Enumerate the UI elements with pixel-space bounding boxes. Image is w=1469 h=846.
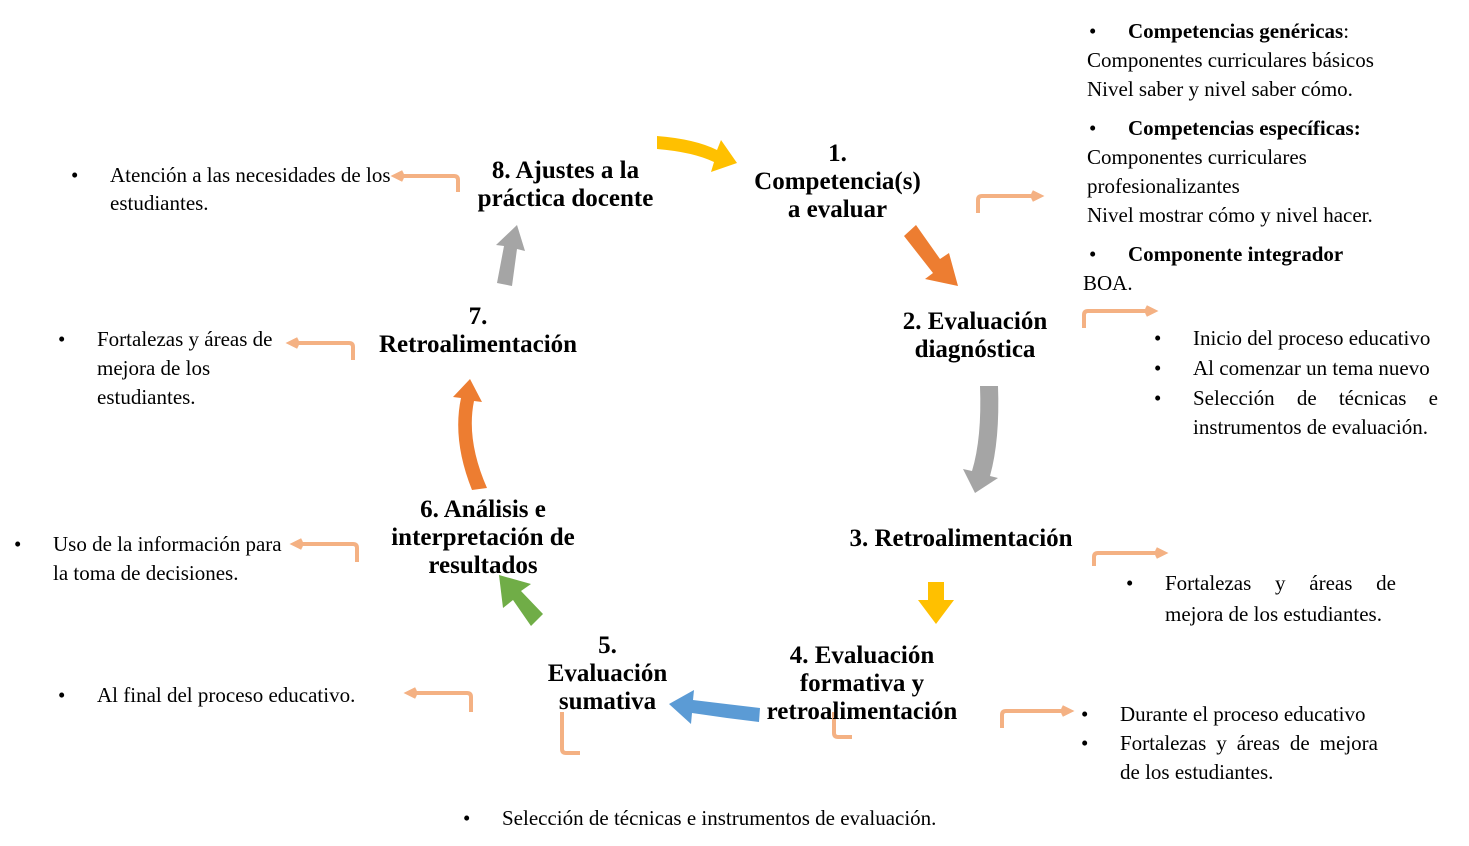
- arrow-3-to-4: [918, 582, 954, 624]
- arrow-4-to-5: [669, 690, 760, 724]
- stage-6-line: resultados: [428, 552, 538, 579]
- list-item: Selección de técnicas e instrumentos de …: [1148, 384, 1438, 442]
- connector-6-left: [296, 542, 359, 562]
- list-item: Fortalezas y áreas de mejora de los estu…: [1120, 568, 1396, 630]
- note-ajustes: Atención a las necesidades de los estudi…: [65, 161, 395, 217]
- arrow-5-to-6: [499, 575, 543, 626]
- note-retroalimentacion-7: Fortalezas y áreas de mejora de los estu…: [52, 325, 287, 412]
- stage-2-line: 2. Evaluación: [902, 308, 1048, 335]
- stage-2-line: diagnóstica: [914, 336, 1036, 363]
- connector-2-right: [1082, 309, 1152, 328]
- arrow-1-to-2: [904, 225, 958, 286]
- stage-1-line: Competencia(s): [754, 168, 921, 195]
- stage-7-line: 7.: [468, 303, 488, 330]
- list-item: Selección de técnicas e instrumentos de …: [457, 804, 1057, 833]
- note-analisis: Uso de la información para la toma de de…: [8, 530, 298, 588]
- stage-5-line: sumativa: [558, 688, 657, 715]
- connector-3-right-head: [1155, 547, 1169, 559]
- connector-7-left-head: [285, 337, 299, 349]
- stage-6-line: 6. Análisis e: [420, 496, 546, 523]
- genericas-line: Nivel saber y nivel saber cómo.: [1087, 77, 1353, 101]
- connector-4-right: [1000, 709, 1068, 728]
- especificas-line: Nivel mostrar cómo y nivel hacer.: [1087, 203, 1373, 227]
- stage-5-sumativa: 5. Evaluación sumativa: [525, 632, 690, 716]
- arrow-7-to-8: [496, 225, 525, 286]
- connector-4-down: [832, 712, 852, 739]
- note-sumativa-seleccion: Selección de técnicas e instrumentos de …: [457, 804, 1057, 833]
- stage-3-line: 3. Retroalimentación: [849, 525, 1073, 552]
- note-competencias: Competencias genéricas: Componentes curr…: [1083, 17, 1427, 298]
- list-item: Al final del proceso educativo.: [52, 681, 422, 710]
- connector-8-left: [397, 174, 460, 192]
- stage-8-ajustes: 8. Ajustes a la práctica docente: [463, 157, 668, 213]
- note-retroalimentacion-3: Fortalezas y áreas de mejora de los estu…: [1120, 568, 1396, 630]
- list-item: Uso de la información para la toma de de…: [8, 530, 298, 588]
- stage-8-line: práctica docente: [477, 185, 654, 212]
- note-formativa: Durante el proceso educativo Fortalezas …: [1075, 700, 1378, 787]
- stage-7-retroalimentacion: 7. Retroalimentación: [360, 303, 596, 359]
- note-sumativa-final: Al final del proceso educativo.: [52, 681, 422, 710]
- list-item: Fortalezas y áreas de mejora de los estu…: [1075, 729, 1378, 787]
- integrador-line: BOA.: [1083, 271, 1133, 295]
- list-item: Fortalezas y áreas de mejora de los estu…: [52, 325, 287, 412]
- connector-5-left: [410, 691, 473, 712]
- connector-8-left-head: [390, 170, 404, 182]
- stage-2-diagnostica: 2. Evaluación diagnóstica: [885, 308, 1065, 364]
- connector-1-right: [976, 194, 1038, 213]
- stage-4-line: 4. Evaluación: [789, 642, 935, 669]
- arrow-2-to-3: [963, 386, 999, 493]
- stage-1-line: a evaluar: [787, 196, 888, 223]
- stage-8-line: 8. Ajustes a la: [491, 157, 640, 184]
- arrow-6-to-7: [453, 379, 487, 490]
- especificas-title: Competencias específicas:: [1128, 116, 1361, 140]
- arrow-8-to-1: [657, 136, 737, 172]
- list-item: Al comenzar un tema nuevo: [1148, 354, 1438, 383]
- list-item: Inicio del proceso educativo: [1148, 324, 1438, 353]
- especificas-line: Componentes curriculares: [1087, 145, 1307, 169]
- especificas-line: profesionalizantes: [1087, 174, 1240, 198]
- stage-6-line: interpretación de: [391, 524, 575, 551]
- connector-5-down: [560, 712, 580, 755]
- stage-3-retroalimentacion: 3. Retroalimentación: [830, 525, 1092, 553]
- list-item: Competencias específicas:: [1083, 114, 1427, 143]
- genericas-colon: :: [1343, 19, 1350, 43]
- stage-1-line: 1.: [828, 140, 847, 167]
- list-item: Atención a las necesidades de los estudi…: [65, 161, 395, 217]
- stage-5-line: Evaluación: [547, 660, 668, 687]
- stage-4-line: formativa y: [799, 670, 925, 697]
- connector-1-right-head: [1031, 190, 1045, 202]
- stage-6-analisis: 6. Análisis e interpretación de resultad…: [368, 496, 598, 580]
- list-item: Competencias genéricas:: [1083, 17, 1427, 46]
- genericas-title: Competencias genéricas: [1128, 19, 1344, 43]
- stage-4-line: retroalimentación: [766, 698, 958, 725]
- connector-7-left: [292, 341, 355, 360]
- stage-1-competencias: 1. Competencia(s) a evaluar: [745, 140, 930, 224]
- stage-7-line: Retroalimentación: [378, 331, 578, 358]
- integrador-title: Componente integrador: [1128, 242, 1344, 266]
- list-item: Durante el proceso educativo: [1075, 700, 1378, 729]
- list-item: Componente integrador: [1083, 240, 1427, 269]
- connector-3-right: [1092, 551, 1162, 566]
- connector-2-right-head: [1145, 305, 1159, 317]
- note-diagnostica: Inicio del proceso educativo Al comenzar…: [1148, 324, 1438, 442]
- stage-5-line: 5.: [598, 632, 617, 659]
- connector-4-right-head: [1061, 705, 1075, 717]
- stage-4-formativa: 4. Evaluación formativa y retroalimentac…: [752, 642, 972, 726]
- genericas-line: Componentes curriculares básicos: [1087, 48, 1374, 72]
